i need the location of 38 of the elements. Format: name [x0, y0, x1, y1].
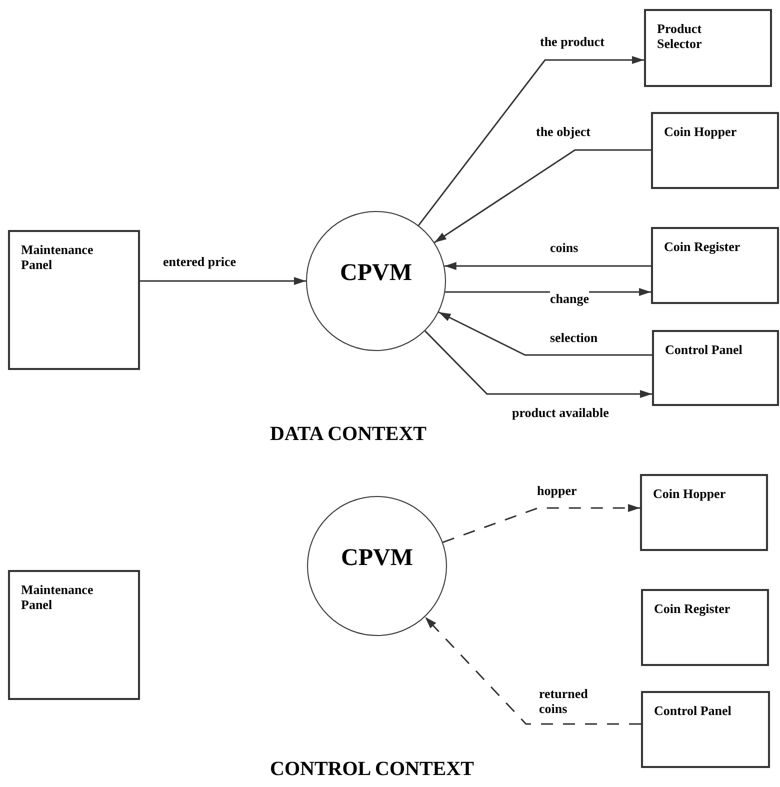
process-name: CPVM [341, 546, 413, 570]
section-title: CONTROL CONTEXT [270, 757, 474, 781]
arrow [438, 311, 652, 356]
entity-name: Coin Hopper [653, 486, 727, 501]
entity-name: Maintenance Panel [21, 582, 94, 612]
edge-label: entered price [163, 254, 236, 269]
entity-name: Maintenance Panel [21, 242, 94, 272]
entity-box [8, 230, 140, 370]
entity-name: Coin Register [664, 239, 742, 254]
edge-label: selection [550, 330, 598, 345]
dashed-arrow [442, 504, 640, 543]
entity-box [8, 570, 140, 700]
entity-box [644, 9, 772, 87]
edge-label: the product [540, 34, 604, 49]
arrow [434, 149, 651, 244]
edge-label: coins [550, 240, 578, 255]
entity-name: Control Panel [654, 703, 732, 718]
entity-name: Coin Hopper [664, 124, 738, 139]
entity-box [652, 330, 779, 406]
edge-label: hopper [537, 483, 577, 498]
edge-label: change [550, 291, 589, 306]
dashed-arrow [424, 616, 641, 725]
arrow [140, 277, 306, 285]
section-title: DATA CONTEXT [270, 422, 427, 446]
entity-name: Control Panel [665, 342, 744, 357]
edge-label: product available [512, 405, 609, 420]
entity-box [641, 691, 770, 768]
arrow [424, 330, 652, 398]
edge-label: the object [536, 124, 591, 139]
entity-name: Product Selector [657, 21, 703, 51]
arrow [418, 56, 644, 226]
entity-box [651, 227, 779, 304]
entity-box [640, 474, 768, 551]
process-name: CPVM [340, 261, 412, 285]
arrow [444, 262, 651, 270]
entity-box [641, 589, 769, 666]
entity-name: Coin Register [654, 601, 732, 616]
entity-box [651, 112, 779, 189]
